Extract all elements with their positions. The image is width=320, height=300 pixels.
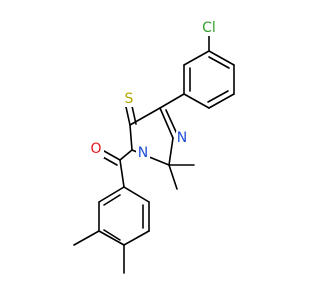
- atom-oxygen-label: O: [90, 141, 101, 157]
- bond-cs-2: [131, 105, 137, 125]
- bond-ring-b-3: [123, 230, 150, 246]
- bond-imid-4: [168, 137, 174, 166]
- bond-ring-a-inner-1: [208, 56, 230, 69]
- bond-cs-1: [125, 106, 131, 126]
- bond-ring-b-methyl-1: [73, 230, 100, 246]
- atom-chlorine-label: Cl: [202, 20, 216, 36]
- bond-ring-a-1: [208, 50, 235, 66]
- bond-aryl-imidazole: [159, 93, 185, 109]
- bond-imid-2: [129, 124, 133, 151]
- bond-ring-b-4: [98, 230, 125, 246]
- bond-carbonyl-aryl: [119, 159, 125, 188]
- atom-sulfur: S: [122, 90, 136, 107]
- atom-labels: Cl S N N O: [89, 18, 220, 161]
- atom-nitrogen-ring: N: [176, 130, 190, 147]
- atom-oxygen: O: [89, 141, 104, 158]
- bond-methyl-2: [168, 164, 178, 190]
- atom-nitrogen-amide: N: [136, 144, 150, 161]
- atom-sulfur-label: S: [125, 91, 134, 107]
- bond-ring-a-3: [208, 93, 235, 109]
- molecule-structure-diagram: Cl S N N O: [73, 18, 235, 274]
- bond-ring-b-inner-2: [103, 229, 121, 241]
- bond-ring-a-6: [183, 50, 210, 66]
- bond-n-carbonyl: [119, 149, 133, 161]
- atom-nitrogen-ring-label: N: [177, 130, 187, 146]
- bond-ring-b-inner-3: [103, 194, 121, 206]
- atom-chlorine: Cl: [198, 18, 220, 36]
- bond-co-1: [103, 150, 121, 161]
- bond-ring-b-6: [98, 186, 125, 203]
- bonds: [73, 35, 235, 274]
- bond-ring-a-inner-2: [207, 90, 229, 103]
- bond-ring-a-4: [183, 93, 210, 109]
- atom-nitrogen-amide-label: N: [138, 145, 148, 161]
- bond-ring-b-1: [123, 186, 150, 203]
- bond-imid-5: [159, 107, 174, 139]
- bond-imid-double: [165, 109, 178, 135]
